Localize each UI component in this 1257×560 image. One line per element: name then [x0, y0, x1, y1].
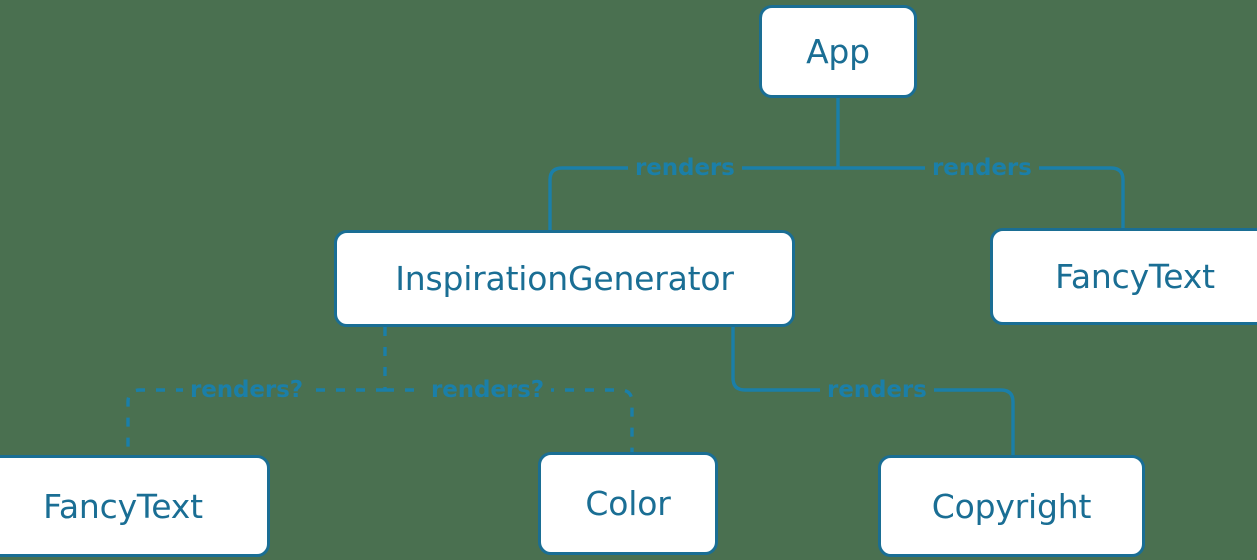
edge-inspiration-to-fancytext-left	[126, 388, 385, 455]
node-copyright[interactable]: Copyright	[878, 455, 1145, 557]
edge-label-app-renders-fancytext: renders	[925, 155, 1039, 181]
edge-app-to-inspiration	[548, 166, 838, 230]
node-app[interactable]: App	[759, 5, 917, 98]
node-fancytext-left[interactable]: FancyText	[0, 455, 270, 557]
node-inspirationgenerator[interactable]: InspirationGenerator	[334, 230, 795, 327]
edge-label-app-renders-inspirationgenerator: renders	[628, 155, 742, 181]
edge-label-inspirationgenerator-renders-fancytext: renders?	[183, 377, 310, 403]
node-color[interactable]: Color	[538, 452, 718, 555]
edge-label-inspirationgenerator-renders-color: renders?	[424, 377, 551, 403]
edge-inspiration-to-color	[385, 388, 634, 452]
edge-label-inspirationgenerator-renders-copyright: renders	[820, 377, 934, 403]
node-fancytext-right[interactable]: FancyText	[990, 228, 1257, 325]
edge-app-to-fancytext-right	[838, 166, 1125, 228]
